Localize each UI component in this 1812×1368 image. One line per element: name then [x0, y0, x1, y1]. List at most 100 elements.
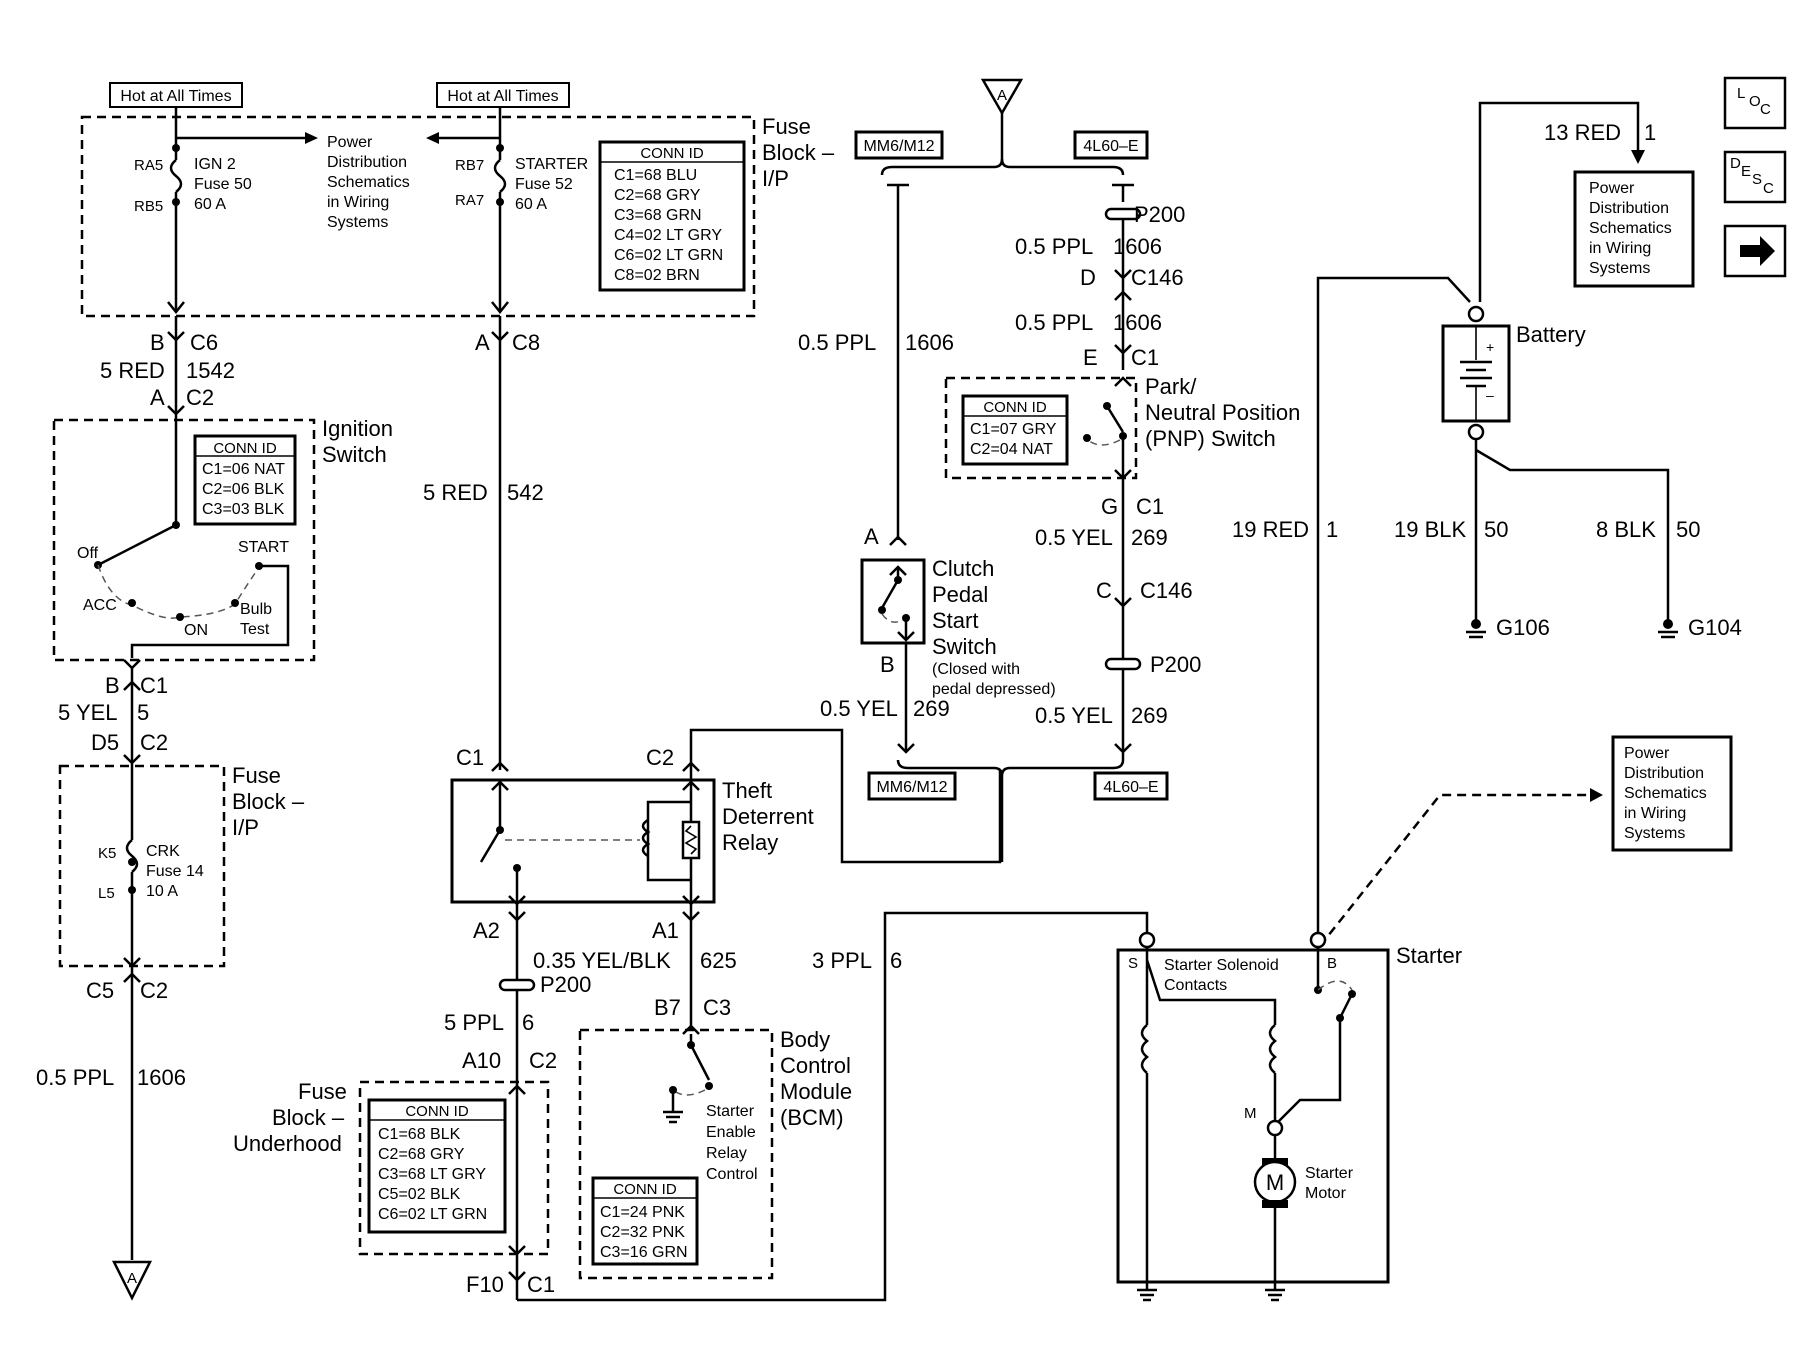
terminal-b: B: [1327, 955, 1337, 972]
terminal-rb7: RB7: [455, 157, 484, 174]
circuit-6: 6: [522, 1010, 534, 1035]
conn-id-title: CONN ID: [613, 1181, 677, 1198]
connector-c1: C1: [527, 1272, 555, 1297]
pd-note-line5: Systems: [1624, 825, 1685, 842]
solenoid-contacts-label-1: Starter Solenoid: [1164, 957, 1279, 974]
circuit-1606: 1606: [1113, 234, 1162, 259]
position-on: ON: [184, 622, 208, 639]
conn-row: C2=68 GRY: [614, 187, 701, 204]
pnp-label-1: Park/: [1145, 374, 1197, 399]
circuit-1: 1: [1326, 517, 1338, 542]
conn-id-box-ignition: [193, 434, 297, 526]
circuit-269: 269: [1131, 525, 1168, 550]
svg-text:C: C: [1760, 101, 1771, 118]
connector-c2: C2: [646, 745, 674, 770]
fuse-block-ip-label-2: Block –: [762, 140, 835, 165]
conn-row: C1=68 BLK: [378, 1126, 461, 1143]
svg-text:C: C: [1763, 180, 1774, 197]
loc-button[interactable]: L O C: [1723, 76, 1787, 130]
conn-row: C6=02 LT GRN: [614, 247, 723, 264]
conn-row: C1=06 NAT: [202, 461, 285, 478]
pd-note-line5: Systems: [1589, 260, 1650, 277]
bcm-relay-label: Starter: [706, 1103, 755, 1120]
terminal-k5: K5: [98, 845, 116, 862]
conn-id-title: CONN ID: [213, 440, 277, 457]
ground-g106: G106: [1496, 615, 1550, 640]
wire-color-8-blk: 8 BLK: [1596, 517, 1656, 542]
connector-b7: B7: [654, 995, 681, 1020]
connector-c: C: [1096, 578, 1112, 603]
connector-c3: C3: [703, 995, 731, 1020]
clutch-note-2: pedal depressed): [932, 681, 1056, 698]
circuit-1606: 1606: [137, 1065, 186, 1090]
conn-id-title: CONN ID: [983, 399, 1047, 416]
wire-color-19-red: 19 RED: [1232, 517, 1309, 542]
next-page-button[interactable]: [1723, 224, 1787, 278]
position-bulb: Bulb: [240, 601, 272, 618]
conn-row: C2=68 GRY: [378, 1146, 465, 1163]
clutch-pedal-switch: [860, 558, 926, 645]
circuit-50: 50: [1484, 517, 1508, 542]
connector-d5: D5: [91, 730, 119, 755]
fb-underhood-label-1: Fuse: [298, 1079, 347, 1104]
wire-color-0-5-ppl: 0.5 PPL: [36, 1065, 114, 1090]
clutch-label-3: Start: [932, 608, 978, 633]
conn-row: C1=07 GRY: [970, 421, 1057, 438]
clutch-label-2: Pedal: [932, 582, 988, 607]
connector-b: B: [880, 652, 895, 677]
connector-c2: C2: [140, 978, 168, 1003]
connector-a: A: [475, 330, 490, 355]
position-start: START: [238, 539, 289, 556]
pd-note-box-starter: [1611, 735, 1733, 852]
wire-color-0-5-yel: 0.5 YEL: [1035, 525, 1113, 550]
pnp-label-2: Neutral Position: [1145, 400, 1300, 425]
clutch-label-4: Switch: [932, 634, 997, 659]
desc-button[interactable]: D E S C: [1723, 150, 1787, 204]
conn-row: C3=68 GRN: [614, 207, 702, 224]
terminal-s: S: [1128, 955, 1138, 972]
connector-g: G: [1101, 494, 1118, 519]
circuit-5: 5: [137, 700, 149, 725]
crk-fuse-name: CRK: [146, 843, 180, 860]
clutch-label-1: Clutch: [932, 556, 994, 581]
ground-g104: G104: [1688, 615, 1742, 640]
conn-row: C3=68 LT GRY: [378, 1166, 486, 1183]
bcm-relay-label: Enable: [706, 1124, 756, 1141]
wire-color-0-5-yel: 0.5 YEL: [820, 696, 898, 721]
terminal-ra5: RA5: [134, 157, 163, 174]
ign-fuse-rating: 60 A: [194, 196, 226, 213]
fuse-block-ip-label-1: Fuse: [762, 114, 811, 139]
wire-color-5-ppl: 5 PPL: [444, 1010, 504, 1035]
wire-color-0-5-ppl: 0.5 PPL: [1015, 234, 1093, 259]
offpage-a-bottom: [111, 1260, 153, 1301]
connector-c146: C146: [1140, 578, 1193, 603]
svg-text:S: S: [1752, 171, 1762, 188]
wire-color-0-5-yel: 0.5 YEL: [1035, 703, 1113, 728]
splice-label-p200: P200: [1134, 202, 1185, 227]
connector-c2: C2: [186, 385, 214, 410]
fuse-block-ip-2-outline: [58, 764, 226, 968]
fuse-block-ip-label-3: I/P: [762, 166, 789, 191]
wire-color-0-5-ppl: 0.5 PPL: [798, 330, 876, 355]
wire-color-5-yel: 5 YEL: [58, 700, 118, 725]
4l60-box-bottom: [1093, 771, 1169, 801]
starter-label: Starter: [1396, 943, 1462, 968]
relay-label-2: Deterrent: [722, 804, 814, 829]
theft-deterrent-relay: [450, 778, 716, 904]
connector-f10: F10: [466, 1272, 504, 1297]
bcm-label-4: (BCM): [780, 1105, 844, 1130]
circuit-269: 269: [1131, 703, 1168, 728]
crk-fuse-rating: 10 A: [146, 883, 178, 900]
ground-g104-icon: [1663, 619, 1673, 629]
connector-c5: C5: [86, 978, 114, 1003]
fuse-block-ip-outline: [80, 115, 756, 318]
4l60-box-top: [1073, 130, 1149, 160]
position-off: Off: [77, 545, 99, 562]
pd-note-line2: Distribution: [1589, 200, 1669, 217]
arrow-right-icon: [1590, 788, 1603, 802]
pd-note-line5: Systems: [327, 214, 388, 231]
connector-c6: C6: [190, 330, 218, 355]
wire-color-13-red: 13 RED: [1544, 120, 1621, 145]
bcm-label-3: Module: [780, 1079, 852, 1104]
